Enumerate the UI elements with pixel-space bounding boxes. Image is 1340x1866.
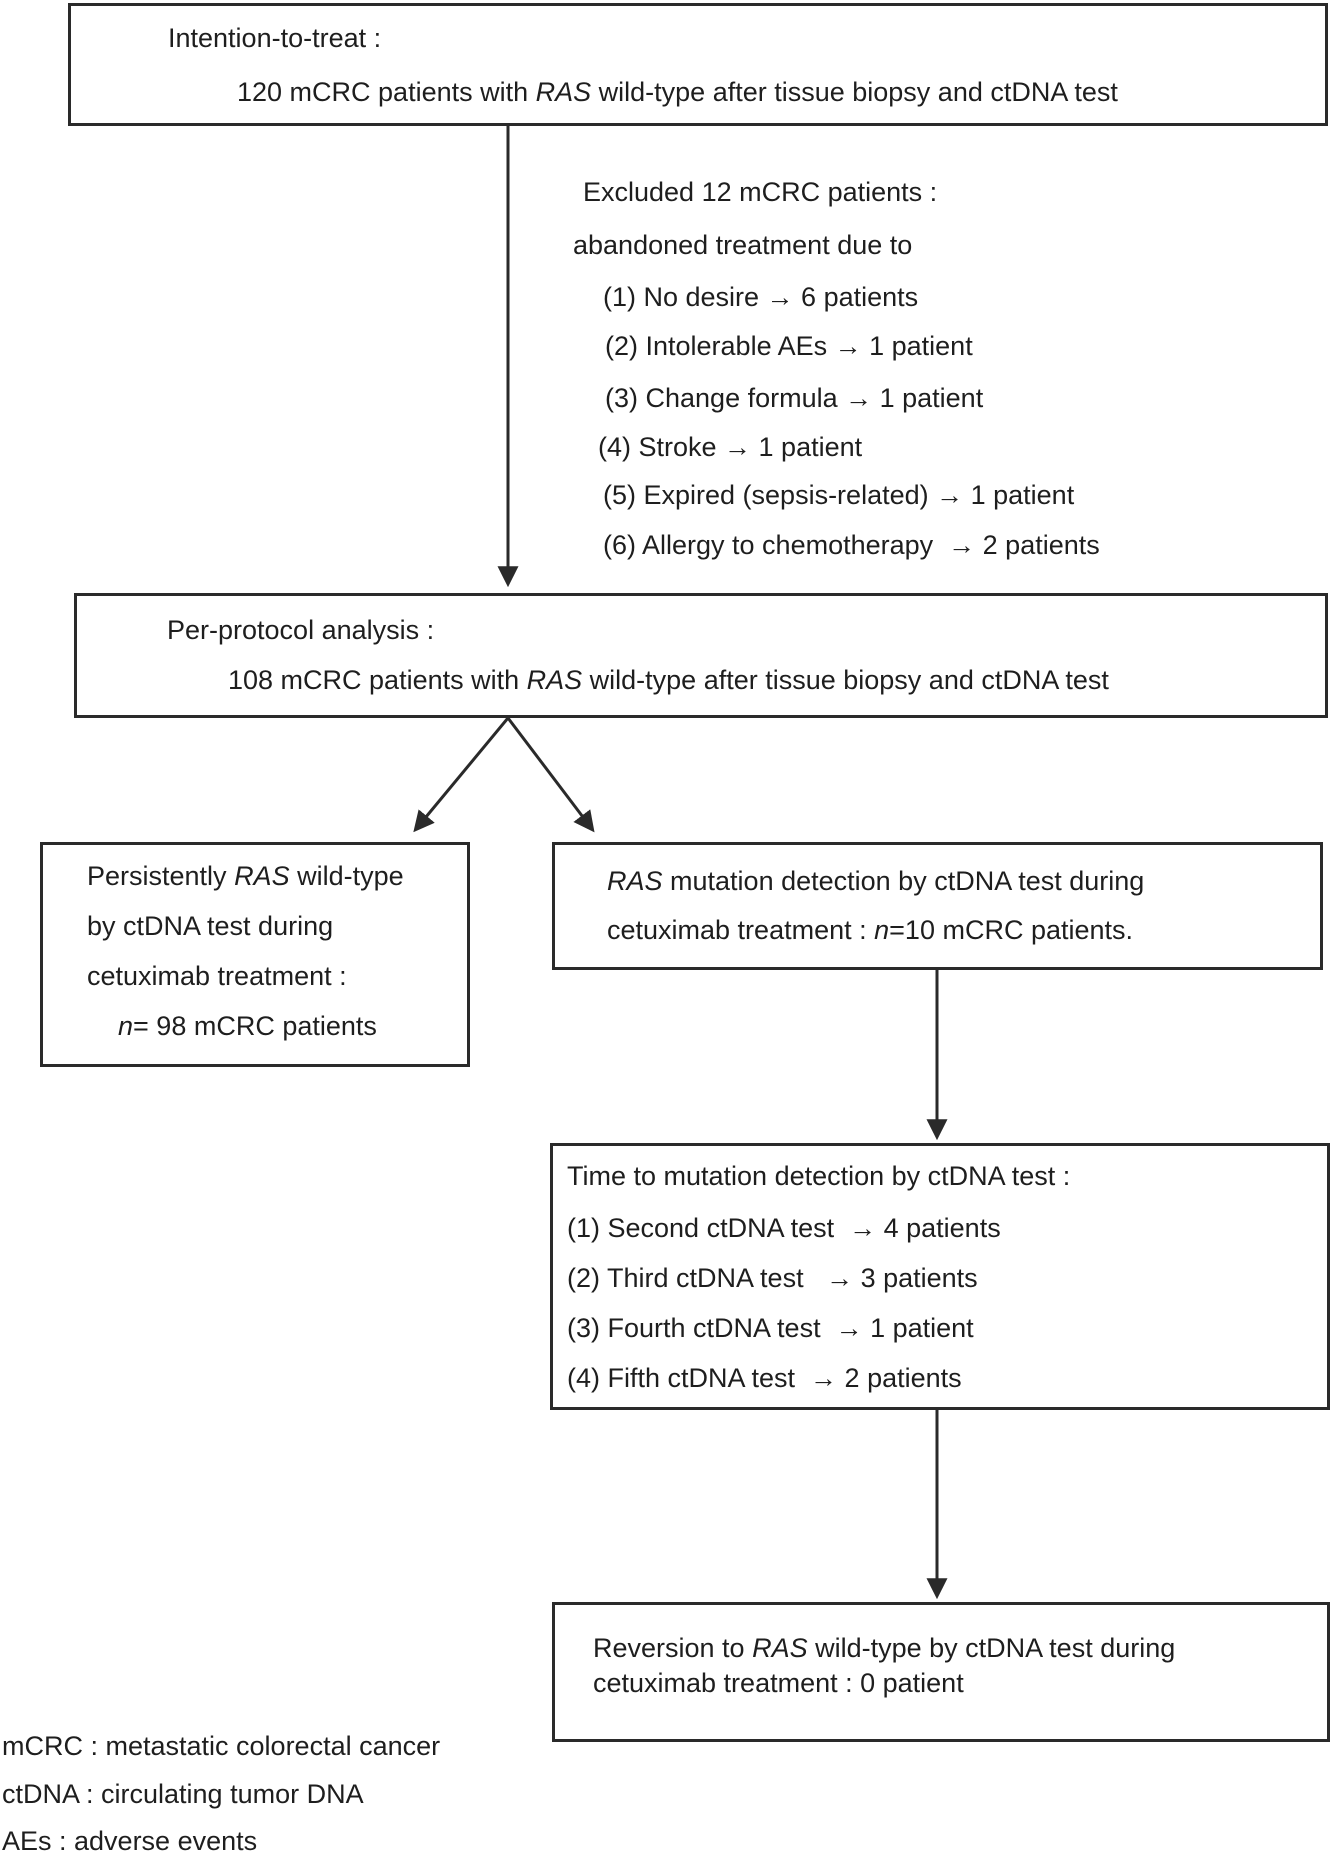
time-to-mutation-box: Time to mutation detection by ctDNA test… <box>550 1143 1330 1410</box>
time-title: Time to mutation detection by ctDNA test… <box>567 1161 1071 1191</box>
ras-mutation-line-1: RAS mutation detection by ctDNA test dur… <box>607 866 1145 896</box>
persistent-line-3: cetuximab treatment : <box>87 961 347 991</box>
time-item-3: (3) Fourth ctDNA test → 1 patient <box>567 1313 974 1343</box>
itt-detail: 120 mCRC patients with RAS wild-type aft… <box>237 77 1118 107</box>
reversion-box: Reversion to RAS wild-type by ctDNA test… <box>552 1602 1330 1742</box>
per-protocol-box: Per-protocol analysis : 108 mCRC patient… <box>74 593 1328 718</box>
reversion-line-1: Reversion to RAS wild-type by ctDNA test… <box>593 1633 1176 1663</box>
itt-title: Intention-to-treat : <box>168 23 382 53</box>
arrow-perprotocol-to-rasmutation-icon <box>506 717 595 833</box>
ras-mutation-line-2: cetuximab treatment : n=10 mCRC patients… <box>607 915 1134 945</box>
intention-to-treat-box: Intention-to-treat : 120 mCRC patients w… <box>68 3 1328 126</box>
ras-mutation-box: RAS mutation detection by ctDNA test dur… <box>552 842 1323 970</box>
per-protocol-detail: 108 mCRC patients with RAS wild-type aft… <box>228 665 1109 695</box>
per-protocol-title: Per-protocol analysis : <box>167 615 435 645</box>
time-item-2: (2) Third ctDNA test → 3 patients <box>567 1263 978 1293</box>
persistent-line-4: n= 98 mCRC patients <box>118 1011 377 1041</box>
arrow-perprotocol-to-persistent-icon <box>413 717 510 833</box>
time-item-1: (1) Second ctDNA test → 4 patients <box>567 1213 1001 1243</box>
reversion-line-2: cetuximab treatment : 0 patient <box>593 1668 964 1698</box>
persistent-line-1: Persistently RAS wild-type <box>87 861 404 891</box>
persistent-line-2: by ctDNA test during <box>87 911 334 941</box>
persistent-wildtype-box: Persistently RAS wild-type by ctDNA test… <box>40 842 470 1067</box>
time-item-4: (4) Fifth ctDNA test → 2 patients <box>567 1363 962 1393</box>
